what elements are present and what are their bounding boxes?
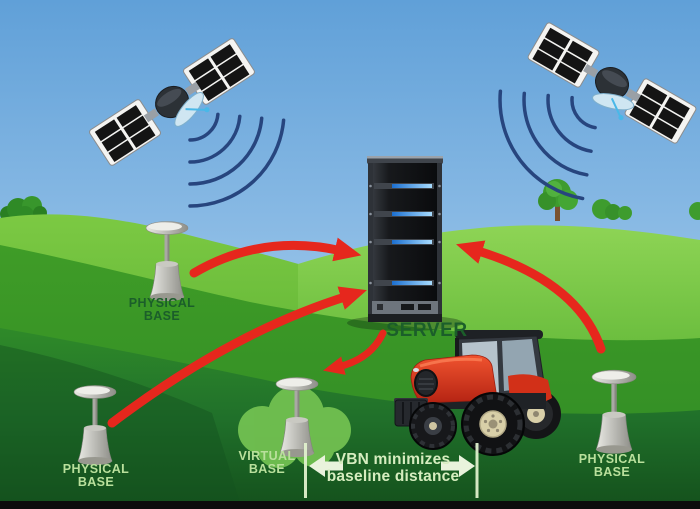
arrow-left-icon xyxy=(309,455,343,477)
server-tower-icon xyxy=(347,156,463,331)
letterbox-bar xyxy=(0,501,700,509)
measure-line-right xyxy=(475,443,479,498)
virtual-base-label: VIRTUAL BASE xyxy=(239,450,296,476)
physical-base-right-label: PHYSICAL BASE xyxy=(579,453,645,479)
physical-base-upper-left-label: PHYSICAL BASE xyxy=(129,297,195,323)
arrow-server-to-virtual-base xyxy=(323,329,387,375)
red-arrows xyxy=(107,237,606,428)
signal-waves-left-icon xyxy=(188,112,286,208)
label-line: VIRTUAL xyxy=(238,449,296,463)
server-label: SERVER xyxy=(386,321,467,341)
foreground-grass xyxy=(0,328,700,509)
foreground-grass-shadow xyxy=(0,345,242,509)
label-line: baseline distance xyxy=(326,468,460,485)
physical-base-lower-left-label: PHYSICAL BASE xyxy=(63,463,129,489)
arrow-upper-left-base-to-server xyxy=(189,237,362,278)
arrow-right-base-to-server xyxy=(456,240,606,354)
tractor-icon xyxy=(394,330,561,456)
label-line: BASE xyxy=(143,309,181,323)
arrow-lower-left-base-to-server xyxy=(107,286,367,428)
label-line: PHYSICAL xyxy=(578,452,646,466)
label-line: BASE xyxy=(593,465,631,479)
label-line: PHYSICAL xyxy=(128,296,196,310)
arrow-right-icon xyxy=(441,455,475,477)
vbn-callout-text: VBN minimizes baseline distance xyxy=(327,451,460,485)
label-line: BASE xyxy=(248,462,286,476)
measure-line-left xyxy=(304,443,307,498)
baseline-measurement xyxy=(304,443,479,498)
signal-waves-right-icon xyxy=(498,89,597,201)
label-line: PHYSICAL xyxy=(62,462,130,476)
label-line: VBN minimizes xyxy=(335,451,451,468)
label-line: BASE xyxy=(77,475,115,489)
label-line: SERVER xyxy=(386,320,468,341)
